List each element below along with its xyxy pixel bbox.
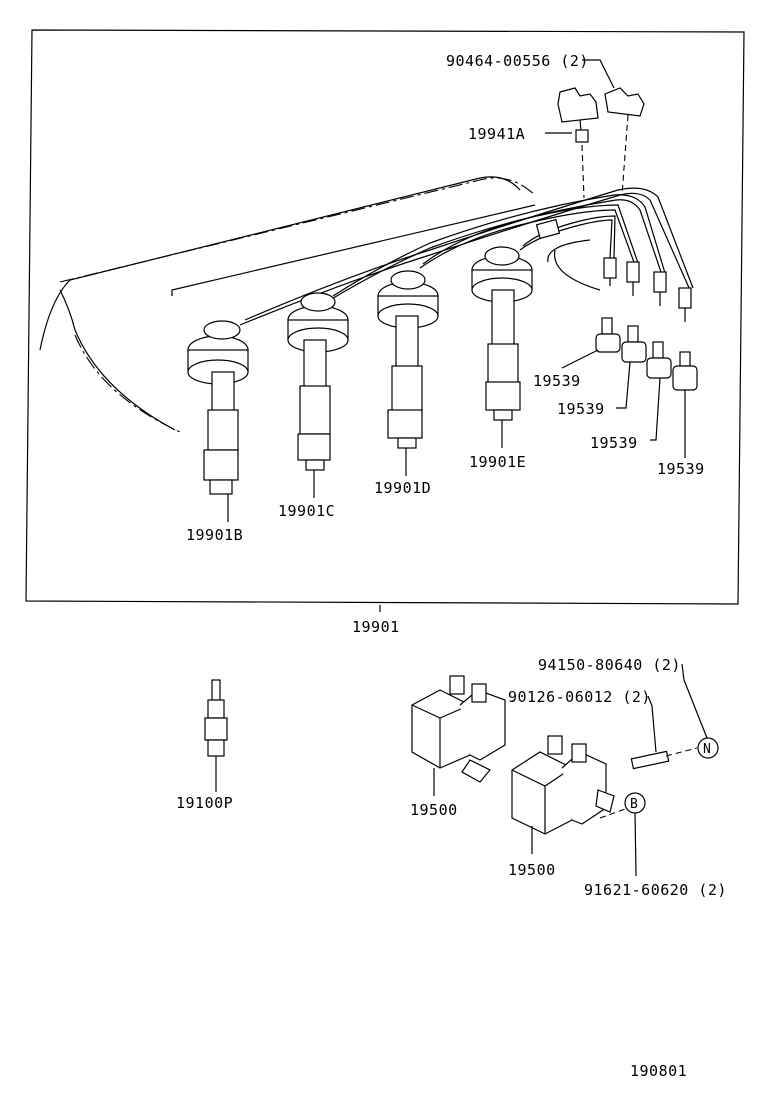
spark-plug-19100p bbox=[204, 679, 228, 764]
callout-b-letter: B bbox=[630, 797, 638, 812]
cord-19901c bbox=[287, 292, 349, 471]
label-stud: 94150-80640 (2) bbox=[538, 656, 681, 674]
figure-number: 190801 bbox=[630, 1062, 687, 1080]
label-19500-1: 19500 bbox=[410, 801, 458, 819]
label-19539-4: 19539 bbox=[657, 460, 705, 478]
label-clamp: 90464-00556 (2) bbox=[446, 52, 589, 70]
label-19539-2: 19539 bbox=[557, 400, 605, 418]
stud-bolt bbox=[630, 750, 670, 770]
callout-n-letter: N bbox=[703, 742, 711, 757]
label-19539-1: 19539 bbox=[533, 372, 581, 390]
ignition-coil-2 bbox=[511, 735, 615, 835]
label-nut: 91621-60620 (2) bbox=[584, 881, 727, 899]
high-tension-cords bbox=[239, 187, 694, 326]
callout-b-circle bbox=[624, 792, 646, 814]
boots-19539 bbox=[595, 317, 698, 391]
cylinder-head-cover bbox=[39, 176, 601, 433]
leader-lines bbox=[215, 59, 708, 877]
label-bolt-upper: 90126-06012 (2) bbox=[508, 688, 651, 706]
label-19500-2: 19500 bbox=[508, 861, 556, 879]
callout-n-circle bbox=[697, 737, 719, 759]
cord-19901b bbox=[187, 320, 249, 495]
cord-19901e bbox=[471, 246, 533, 421]
cord-set-frame bbox=[25, 29, 745, 605]
label-19100p: 19100P bbox=[176, 794, 233, 812]
cord-19901d bbox=[377, 270, 439, 449]
ignition-coil-1 bbox=[411, 675, 506, 783]
cord-terminals bbox=[603, 257, 692, 322]
label-19539-3: 19539 bbox=[590, 434, 638, 452]
cord-clamps bbox=[557, 87, 645, 199]
label-19941a: 19941A bbox=[468, 125, 525, 143]
label-19901c: 19901C bbox=[278, 502, 335, 520]
label-19901d: 19901D bbox=[374, 479, 431, 497]
label-19901b: 19901B bbox=[186, 526, 243, 544]
label-19901: 19901 bbox=[352, 618, 400, 636]
label-19901e: 19901E bbox=[469, 453, 526, 471]
